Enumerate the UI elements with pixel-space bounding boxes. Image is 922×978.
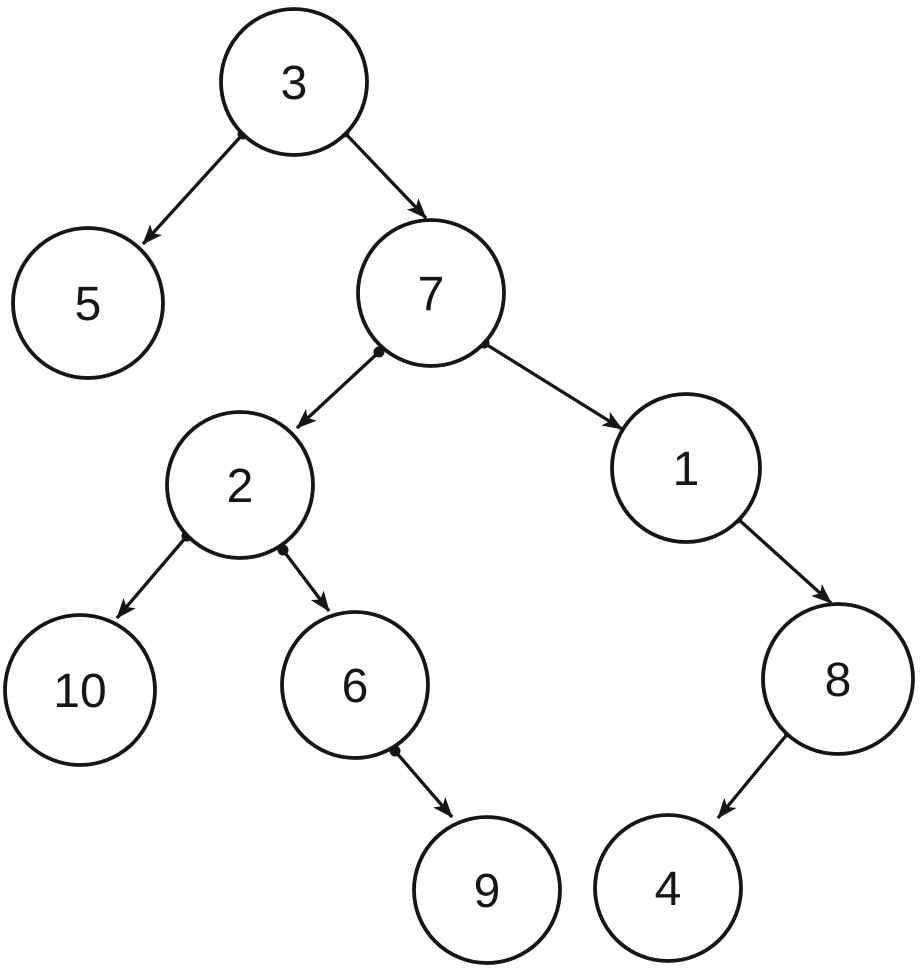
- tree-node-6: 6: [280, 610, 430, 760]
- node-circle: [219, 7, 369, 157]
- tree-node-4: 4: [593, 813, 743, 963]
- node-circle: [610, 392, 762, 544]
- edge-line: [393, 749, 454, 819]
- tree-node-10: 10: [3, 613, 157, 767]
- tree-edge-3-5: [141, 128, 249, 246]
- tree-edge-2-10: [115, 530, 193, 620]
- tree-edge-6-9: [389, 745, 454, 819]
- node-label: 6: [342, 660, 369, 713]
- node-label: 2: [227, 460, 254, 513]
- tree-edge-2-6: [277, 544, 331, 612]
- node-label: 10: [53, 665, 106, 718]
- node-circle: [3, 613, 157, 767]
- node-circle: [593, 813, 743, 963]
- tree-edge-1-8: [731, 512, 833, 605]
- node-label: 8: [825, 654, 852, 707]
- node-label: 3: [281, 57, 308, 110]
- tree-edge-7-1: [478, 337, 623, 431]
- node-label: 9: [474, 865, 501, 918]
- tree-node-9: 9: [412, 815, 562, 965]
- tree-node-2: 2: [165, 410, 315, 560]
- tree-node-3: 3: [219, 7, 369, 157]
- edge-line: [735, 516, 833, 605]
- node-label: 4: [655, 863, 682, 916]
- tree-edge-3-7: [338, 126, 428, 220]
- tree-node-8: 8: [761, 602, 915, 756]
- node-label: 5: [75, 278, 102, 331]
- node-circle: [165, 410, 315, 560]
- node-circle: [412, 815, 562, 965]
- node-circle: [356, 218, 506, 368]
- node-label: 1: [673, 443, 700, 496]
- edge-line: [716, 730, 791, 820]
- edge-line: [115, 534, 189, 620]
- tree-node-1: 1: [610, 392, 762, 544]
- node-circle: [280, 610, 430, 760]
- edge-line: [483, 341, 623, 431]
- node-circle: [11, 226, 165, 380]
- tree-edge-8-4: [716, 726, 795, 820]
- tree-node-5: 5: [11, 226, 165, 380]
- edge-line: [281, 549, 331, 612]
- edge-line: [141, 132, 245, 246]
- edge-line: [295, 350, 381, 430]
- tree-edge-7-2: [295, 346, 385, 430]
- tree-node-7: 7: [356, 218, 506, 368]
- node-label: 7: [418, 268, 445, 321]
- edge-line: [342, 130, 428, 220]
- node-circle: [761, 602, 915, 756]
- nodes-layer: 3 5 7 2 1 10 6 8 9 4: [3, 7, 915, 965]
